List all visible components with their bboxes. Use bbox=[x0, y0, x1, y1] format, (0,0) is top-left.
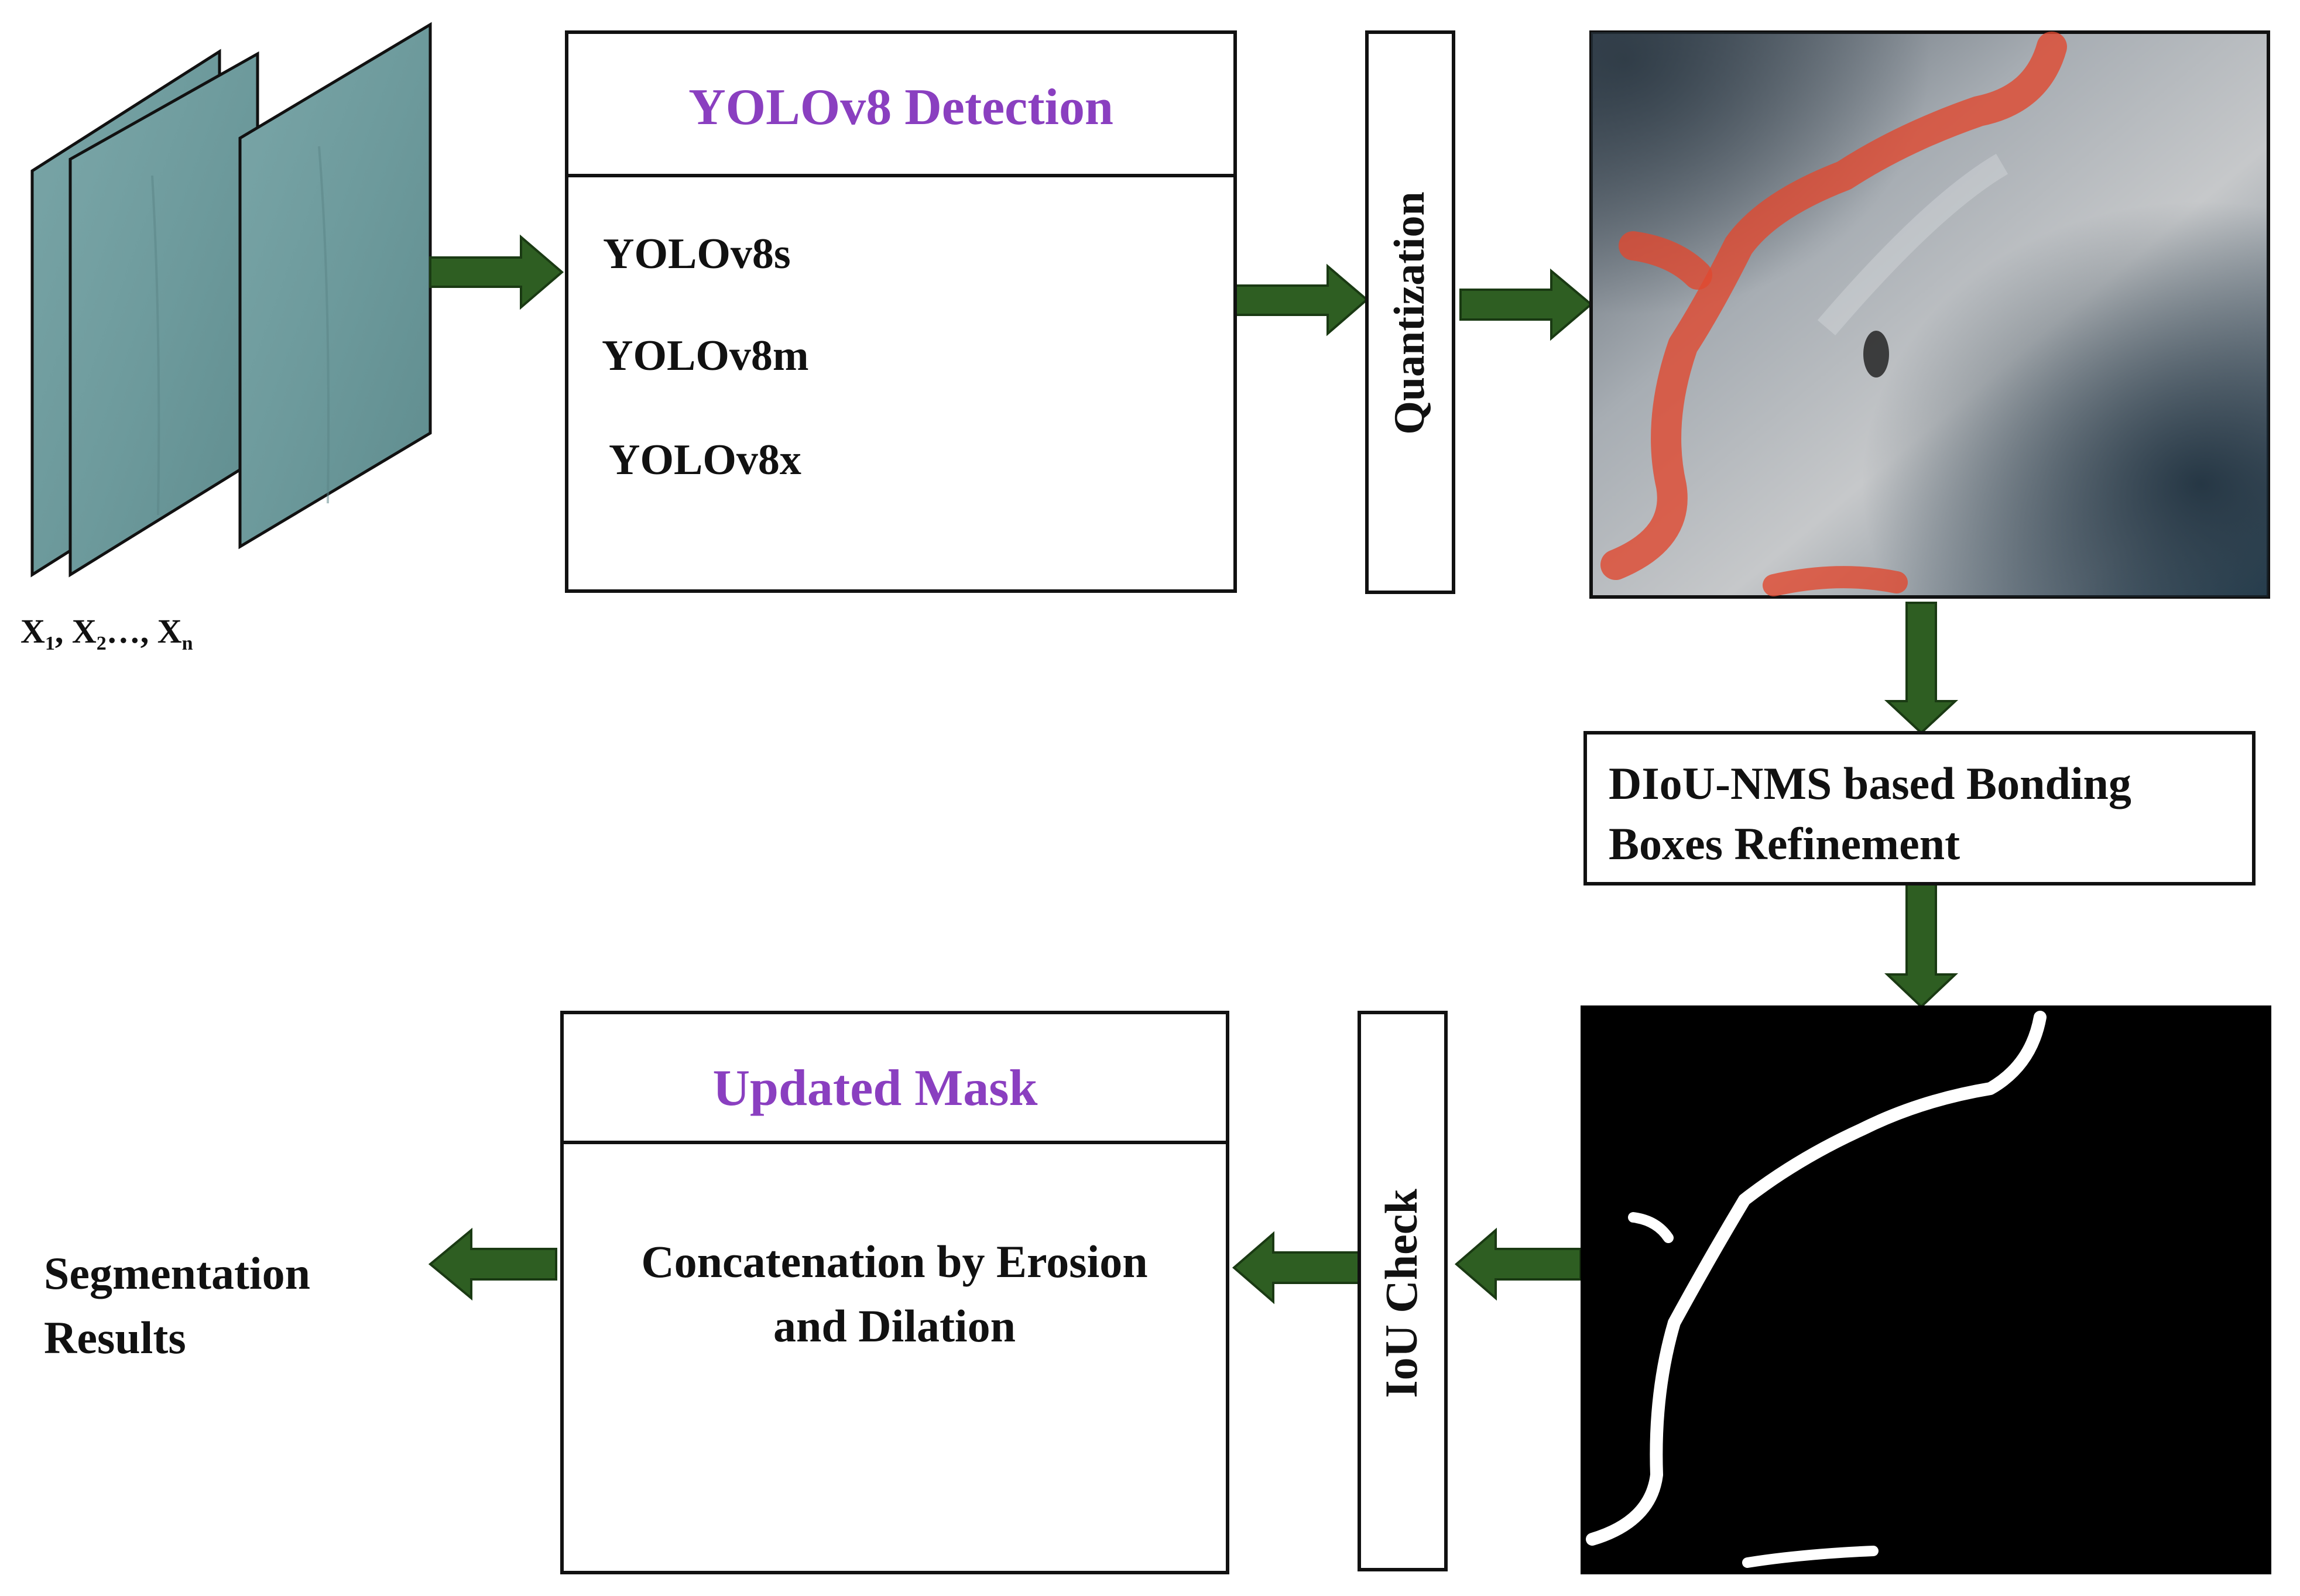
arrow-input-to-detection bbox=[429, 234, 564, 310]
updated-mask-title: Updated Mask bbox=[713, 1060, 1038, 1117]
arrow-refinement-to-mask bbox=[1884, 883, 1959, 1008]
binary-mask bbox=[1581, 1005, 2271, 1574]
updated-mask-title-cell bbox=[560, 1011, 1229, 1144]
updated-mask-box: Updated Mask Concatenation by Erosion an… bbox=[560, 1011, 1229, 1574]
output-label: Segmentation Results bbox=[44, 1248, 310, 1363]
detection-body-cell bbox=[565, 174, 1237, 593]
arrow-updated-to-output bbox=[428, 1227, 557, 1301]
output-line1: Segmentation bbox=[44, 1248, 310, 1299]
iou-label: IoU Check bbox=[1376, 1189, 1427, 1398]
input-frames bbox=[30, 22, 432, 578]
output-line2: Results bbox=[44, 1312, 186, 1363]
arrow-mask-to-iou bbox=[1454, 1227, 1582, 1301]
updated-mask-body-cell bbox=[560, 1141, 1229, 1574]
refinement-line1: DIoU-NMS based Bonding bbox=[1609, 758, 2131, 809]
crack-overlay-branch bbox=[1619, 231, 1712, 290]
detection-box: YOLOv8 Detection YOLOv8s YOLOv8m YOLOv8x bbox=[565, 30, 1237, 593]
refinement-line2: Boxes Refinement bbox=[1609, 818, 1960, 869]
arrow-iou-to-updated bbox=[1232, 1231, 1360, 1305]
crack-photo bbox=[1589, 30, 2270, 599]
mask-crack-bottom bbox=[1742, 1546, 1879, 1568]
crack-overlay bbox=[1600, 32, 2067, 580]
detection-title-cell bbox=[565, 30, 1237, 177]
detection-model-s: YOLOv8s bbox=[603, 230, 791, 278]
updated-mask-line2: and Dilation bbox=[773, 1300, 1016, 1351]
arrow-detection-to-quantization bbox=[1234, 263, 1369, 337]
quantization-label: Quantization bbox=[1386, 191, 1434, 434]
detection-title: YOLOv8 Detection bbox=[688, 79, 1113, 136]
updated-mask-line1: Concatenation by Erosion bbox=[641, 1236, 1147, 1287]
arrow-quantization-to-photo bbox=[1459, 268, 1593, 341]
detection-model-m: YOLOv8m bbox=[602, 332, 809, 380]
input-frame-3 bbox=[238, 22, 432, 550]
quantization-box: Quantization bbox=[1365, 30, 1455, 594]
arrows bbox=[428, 234, 1959, 1305]
crack-overlay-bottom bbox=[1763, 566, 1908, 596]
refinement-box: DIoU-NMS based Bonding Boxes Refinement bbox=[1583, 731, 2256, 885]
mask-crack-main bbox=[1586, 1011, 2047, 1546]
input-sequence-label: X1, X2…, Xn bbox=[20, 612, 193, 654]
iou-box: IoU Check bbox=[1358, 1011, 1448, 1571]
arrow-photo-to-refinement bbox=[1884, 602, 1959, 734]
mask-crack-branch bbox=[1628, 1212, 1674, 1243]
detection-model-x: YOLOv8x bbox=[609, 436, 801, 484]
